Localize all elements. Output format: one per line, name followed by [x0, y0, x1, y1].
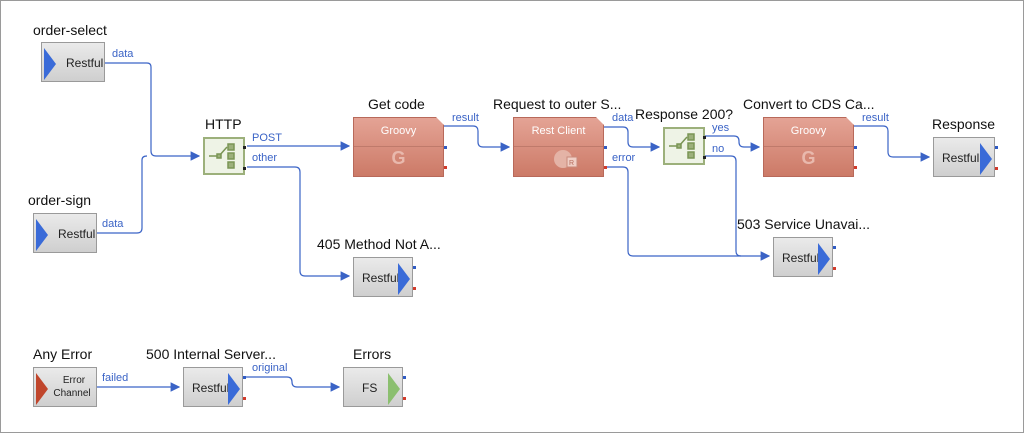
switch-icon — [209, 143, 235, 169]
http-title: HTTP — [205, 116, 242, 132]
order-sign-title: order-sign — [28, 192, 92, 208]
response-200-title: Response 200? — [635, 106, 734, 122]
wire-label-original: original — [252, 362, 288, 374]
error-channel-label-line2: Channel — [53, 388, 91, 399]
restful-arrow-icon — [44, 48, 56, 80]
wire-label-result: result — [862, 112, 889, 124]
get-code-title: Get code — [368, 96, 425, 112]
switch-icon — [669, 133, 695, 159]
http-switch-node[interactable] — [203, 137, 246, 175]
response-title: Response — [932, 116, 996, 132]
error-channel-node[interactable]: Error Channel — [33, 367, 97, 407]
order-sign-node[interactable]: Restful — [33, 213, 97, 253]
restful-arrow-icon — [980, 143, 992, 175]
groovy-header: Groovy — [354, 118, 443, 147]
wire-label-yes: yes — [712, 122, 730, 134]
any-error-title: Any Error — [33, 346, 93, 362]
method-not-allowed-node[interactable]: Restful — [353, 257, 416, 297]
method-not-allowed-label: Restful — [362, 271, 400, 285]
restful-arrow-icon — [228, 373, 240, 405]
fs-arrow-icon — [388, 373, 400, 405]
method-not-allowed-title: 405 Method Not A... — [317, 236, 441, 252]
wire-http-other-to-405[interactable] — [247, 166, 351, 281]
wire-label-other: other — [252, 152, 278, 164]
groovy-icon: G — [801, 148, 816, 168]
wire-request-error-to-503[interactable] — [604, 166, 771, 261]
error-channel-label-line1: Error — [62, 375, 86, 386]
groovy-header: Groovy — [764, 118, 853, 147]
wire-label-data: data — [102, 218, 124, 230]
wire-request-data-to-response200[interactable] — [604, 126, 661, 152]
internal-server-label: Restful — [192, 381, 230, 395]
wire-get-code-to-request[interactable] — [444, 125, 511, 152]
errors-fs-node[interactable]: FS — [343, 367, 406, 407]
service-unavailable-title: 503 Service Unavai... — [737, 216, 871, 232]
errors-fs-label: FS — [362, 381, 378, 395]
convert-cds-groovy-node[interactable]: Groovy G — [763, 117, 857, 177]
wire-label-result: result — [452, 112, 479, 124]
response-200-switch-node[interactable] — [663, 127, 706, 165]
restful-arrow-icon — [398, 263, 410, 295]
order-select-title: order-select — [33, 22, 107, 38]
wire-response200-yes-to-convert[interactable] — [704, 135, 761, 152]
wire-response200-no-to-503[interactable] — [704, 155, 742, 257]
wire-label-data: data — [612, 112, 634, 124]
svg-text:R: R — [569, 160, 574, 167]
wire-convert-to-response[interactable] — [854, 125, 931, 162]
convert-cds-title: Convert to CDS Ca... — [743, 96, 875, 112]
rest-client-icon: R — [554, 150, 578, 168]
error-arrow-icon — [36, 373, 48, 405]
wire-order-sign-to-http[interactable] — [97, 155, 148, 234]
response-restful-node[interactable]: Restful — [933, 137, 998, 177]
order-select-node[interactable]: Restful — [41, 42, 105, 82]
service-unavailable-node[interactable]: Restful — [773, 237, 836, 277]
order-sign-label: Restful — [58, 227, 96, 241]
wire-500-to-errors[interactable] — [244, 376, 341, 392]
get-code-groovy-node[interactable]: Groovy G — [353, 117, 447, 177]
restful-arrow-icon — [36, 219, 48, 251]
response-label: Restful — [942, 151, 980, 165]
wire-order-select-to-http[interactable] — [105, 62, 201, 161]
wire-label-no: no — [712, 143, 725, 155]
order-select-label: Restful — [66, 56, 104, 70]
request-outer-rest-client-node[interactable]: Rest Client R — [513, 117, 607, 177]
service-unavailable-label: Restful — [782, 251, 820, 265]
internal-server-node[interactable]: Restful — [183, 367, 246, 407]
request-outer-title: Request to outer S... — [493, 96, 622, 112]
rest-client-header: Rest Client — [514, 118, 603, 147]
restful-arrow-icon — [818, 243, 830, 275]
wire-label-post: POST — [252, 132, 282, 144]
errors-title: Errors — [353, 346, 392, 362]
wire-label-error: error — [612, 152, 636, 164]
groovy-icon: G — [391, 148, 406, 168]
internal-server-title: 500 Internal Server... — [146, 346, 276, 362]
wire-label-data: data — [112, 48, 134, 60]
wire-label-failed: failed — [102, 372, 129, 384]
